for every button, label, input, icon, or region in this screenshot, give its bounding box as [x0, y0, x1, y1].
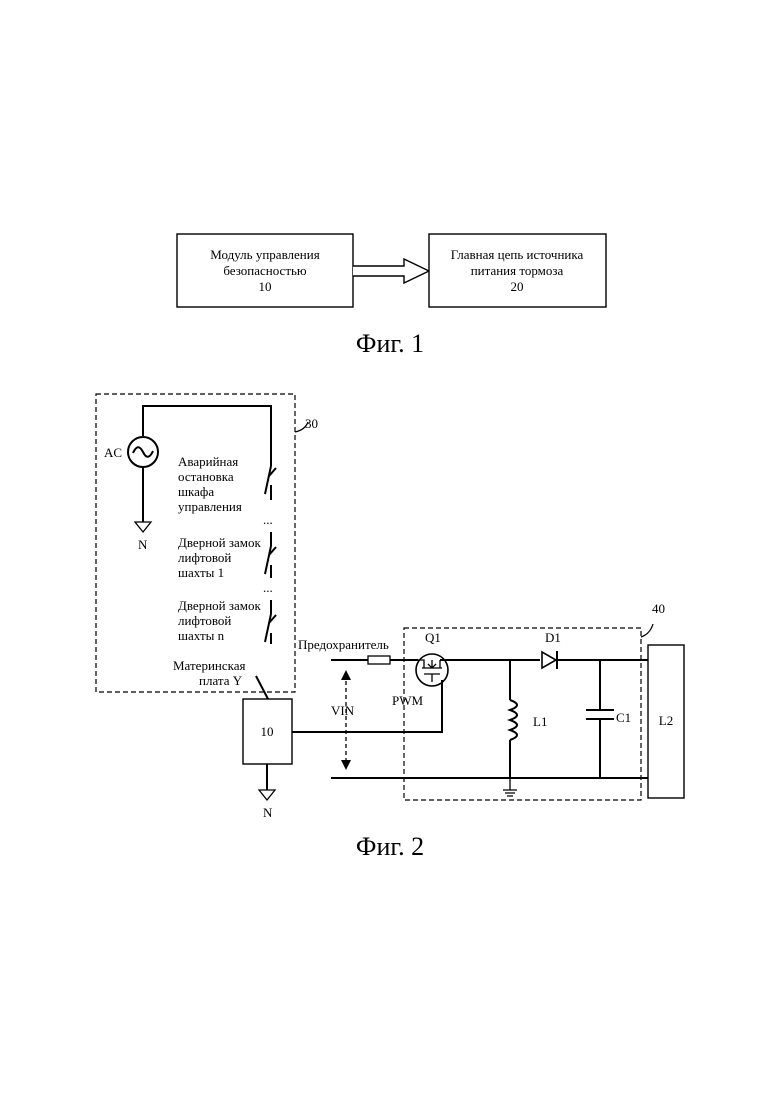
ground-bottom-icon	[259, 790, 275, 800]
ref-30-label: 30	[305, 416, 318, 431]
brake-power-line1: Главная цепь источника	[451, 247, 584, 262]
door1-line3: шахты 1	[178, 565, 224, 580]
n-left-label: N	[138, 537, 148, 552]
fuse-label: Предохранитель	[298, 637, 389, 652]
pwm-label: PWM	[392, 693, 424, 708]
d1-label: D1	[545, 630, 561, 645]
safety-module-line1: Модуль управления	[210, 247, 319, 262]
emergency-line2: остановка	[178, 469, 234, 484]
brake-power-number: 20	[511, 279, 524, 294]
brake-power-line2: питания тормоза	[471, 263, 564, 278]
n-bottom-label: N	[263, 805, 273, 820]
l1-label: L1	[533, 714, 547, 729]
ref-40-leader	[641, 624, 653, 637]
l2-label: L2	[659, 713, 673, 728]
fig2-circuit: 30 AC N Аварийная остановка шкафа управл…	[96, 394, 684, 861]
ground-left-icon	[135, 522, 151, 532]
fig2-caption: Фиг. 2	[356, 832, 424, 861]
c1-label: C1	[616, 710, 631, 725]
module-10-label: 10	[261, 724, 274, 739]
diode-d1-icon	[542, 652, 556, 668]
doorn-line3: шахты n	[178, 628, 225, 643]
fig1-caption: Фиг. 1	[356, 329, 424, 358]
safety-module-number: 10	[259, 279, 272, 294]
mainboard-contact	[256, 676, 268, 699]
fuse-icon	[368, 656, 390, 664]
hollow-arrow	[353, 259, 429, 283]
brake-circuit-boundary	[404, 628, 641, 800]
emergency-line1: Аварийная	[178, 454, 238, 469]
vin-label: VIN	[331, 703, 355, 718]
inductor-l1-icon	[510, 700, 517, 740]
ref-40-label: 40	[652, 601, 665, 616]
doorn-line1: Дверной замок	[178, 598, 261, 613]
mainboard-line2: плата Y	[199, 673, 243, 688]
emergency-line3: шкафа	[178, 484, 214, 499]
doorn-line2: лифтовой	[178, 613, 231, 628]
mainboard-line1: Материнская	[173, 658, 246, 673]
vin-arrow-down	[341, 760, 351, 770]
fig1-block-diagram: Модуль управления безопасностью 10 Главн…	[177, 234, 606, 358]
ellipsis-2: ...	[263, 580, 273, 595]
inner-ground-icon	[503, 778, 517, 796]
safety-module-line2: безопасностью	[223, 263, 307, 278]
emergency-line4: управления	[178, 499, 242, 514]
door1-line2: лифтовой	[178, 550, 231, 565]
ellipsis-1: ...	[263, 512, 273, 527]
q1-label: Q1	[425, 630, 441, 645]
ac-label: AC	[104, 445, 122, 460]
vin-arrow-up	[341, 670, 351, 680]
door1-line1: Дверной замок	[178, 535, 261, 550]
